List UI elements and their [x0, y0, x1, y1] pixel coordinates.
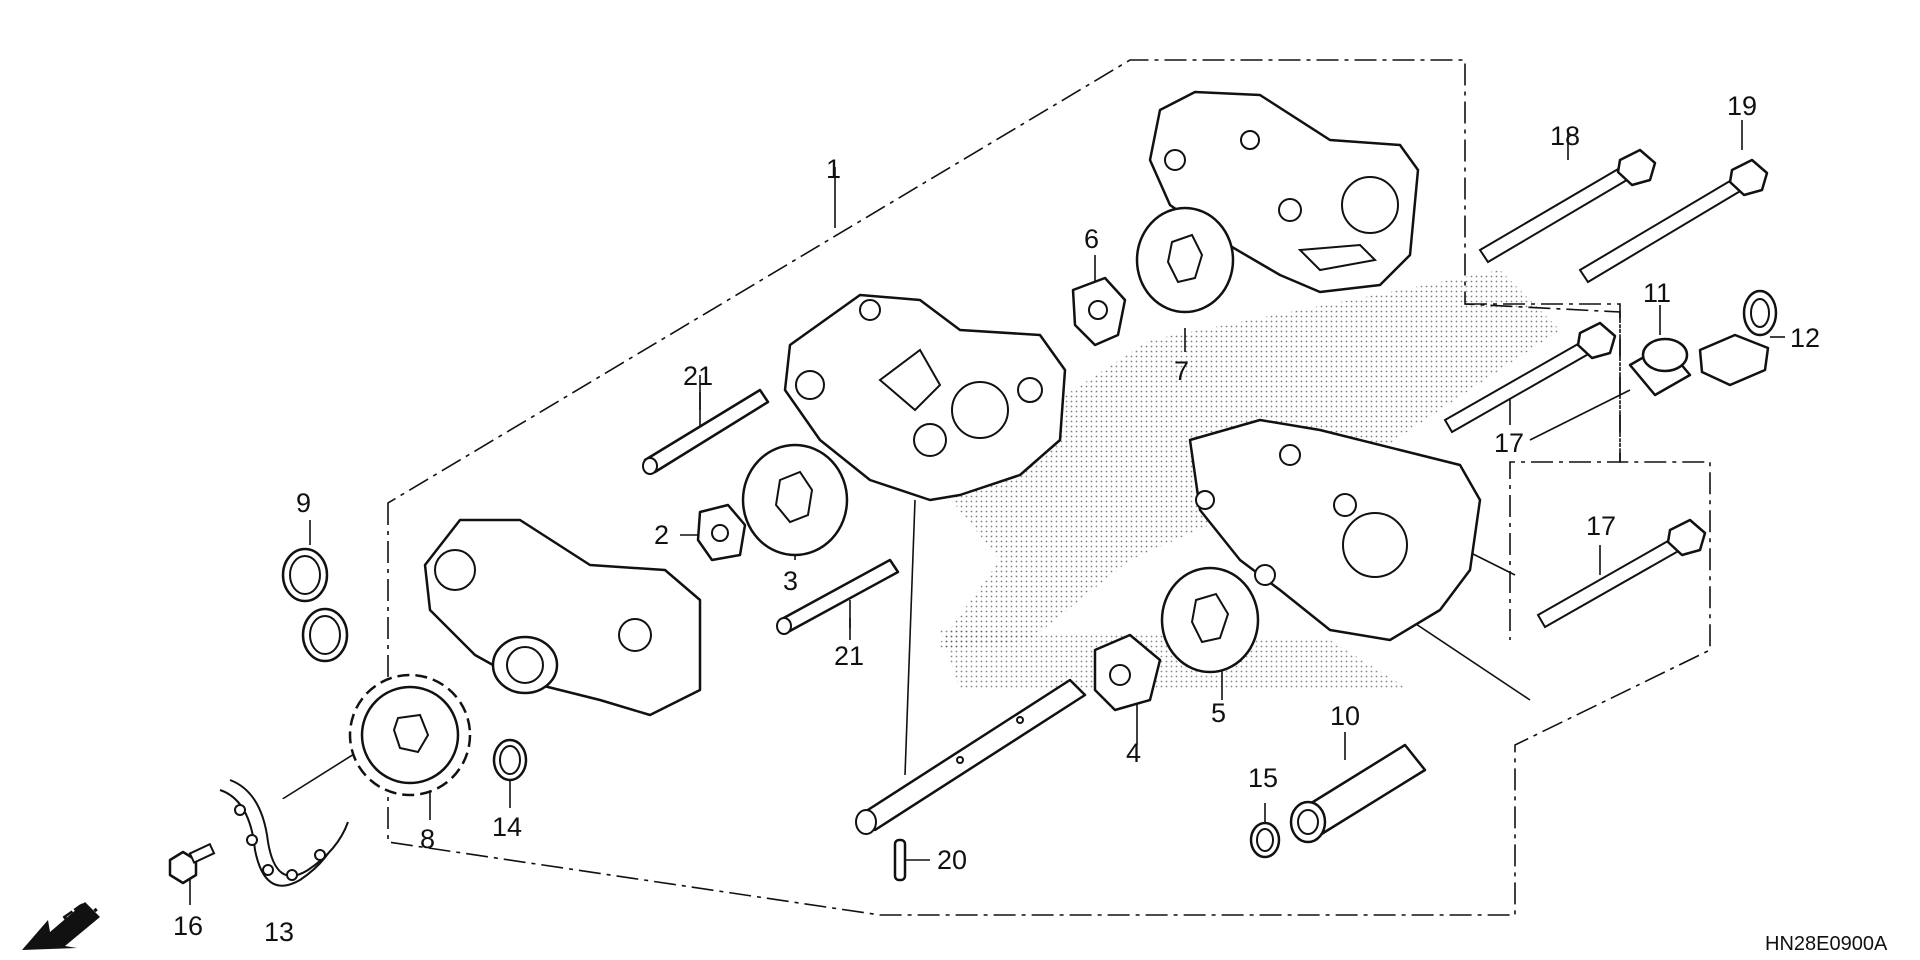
label-part-12: 12 [1790, 323, 1820, 353]
assembly-group-outline [387, 59, 1711, 916]
label-part-21-upper: 21 [683, 361, 713, 391]
bolt-16 [168, 842, 216, 885]
label-part-5: 5 [1211, 698, 1226, 728]
collar-11 [1628, 337, 1692, 397]
label-part-20: 20 [937, 845, 967, 875]
label-part-8: 8 [420, 824, 435, 854]
pin-20 [893, 838, 907, 882]
rotor-outer-3 [741, 443, 849, 557]
label-part-15: 15 [1248, 763, 1278, 793]
oil-pump-outer-body [423, 518, 702, 717]
label-part-16: 16 [173, 911, 203, 941]
label-part-17-upper: 17 [1494, 428, 1524, 458]
bolt-19 [1578, 158, 1769, 284]
label-part-1: 1 [826, 154, 841, 184]
bolt-17-lower [1536, 518, 1707, 629]
diagram-code: HN28E0900A [1765, 933, 1888, 955]
o-ring-15 [1249, 821, 1281, 859]
bolt-17-upper [1443, 321, 1617, 434]
oil-pump-body-lower [1188, 418, 1482, 642]
front-direction-arrow-icon [22, 902, 100, 950]
rotor-inner-6 [1071, 276, 1127, 347]
label-part-19: 19 [1727, 91, 1757, 121]
label-part-3: 3 [783, 566, 798, 596]
rotor-inner-4 [1093, 633, 1162, 712]
drive-chain [219, 779, 349, 887]
pump-cover-plate-top [1148, 90, 1420, 294]
bolt-group-outline [1465, 303, 1621, 640]
o-ring-9 [281, 547, 349, 663]
label-part-9: 9 [296, 488, 311, 518]
bolt-18 [1478, 148, 1657, 264]
label-part-4: 4 [1126, 738, 1141, 768]
dowel-pin-21-lower [776, 558, 900, 635]
collar-10 [1289, 743, 1427, 844]
part-labels: 1 2 3 4 5 6 7 8 9 10 11 12 13 14 15 16 1… [173, 91, 1820, 947]
drive-sprocket [348, 673, 472, 797]
label-part-2: 2 [654, 520, 669, 550]
rotor-outer-7 [1135, 206, 1235, 314]
rotor-inner-2 [696, 503, 747, 562]
label-part-14: 14 [492, 812, 522, 842]
label-part-13: 13 [264, 917, 294, 947]
label-part-7: 7 [1174, 356, 1189, 386]
pump-shaft [855, 678, 1087, 835]
oil-pump-body-upper [783, 293, 1067, 502]
label-part-6: 6 [1084, 224, 1099, 254]
label-part-18: 18 [1550, 121, 1580, 151]
label-part-21-lower: 21 [834, 641, 864, 671]
bracket-12 [1698, 289, 1778, 387]
label-part-11: 11 [1643, 278, 1671, 308]
o-ring-14 [492, 738, 528, 782]
label-part-17-lower: 17 [1586, 511, 1616, 541]
dowel-pin-21-upper [642, 388, 770, 475]
rotor-outer-5 [1160, 566, 1260, 674]
label-part-10: 10 [1330, 701, 1360, 731]
